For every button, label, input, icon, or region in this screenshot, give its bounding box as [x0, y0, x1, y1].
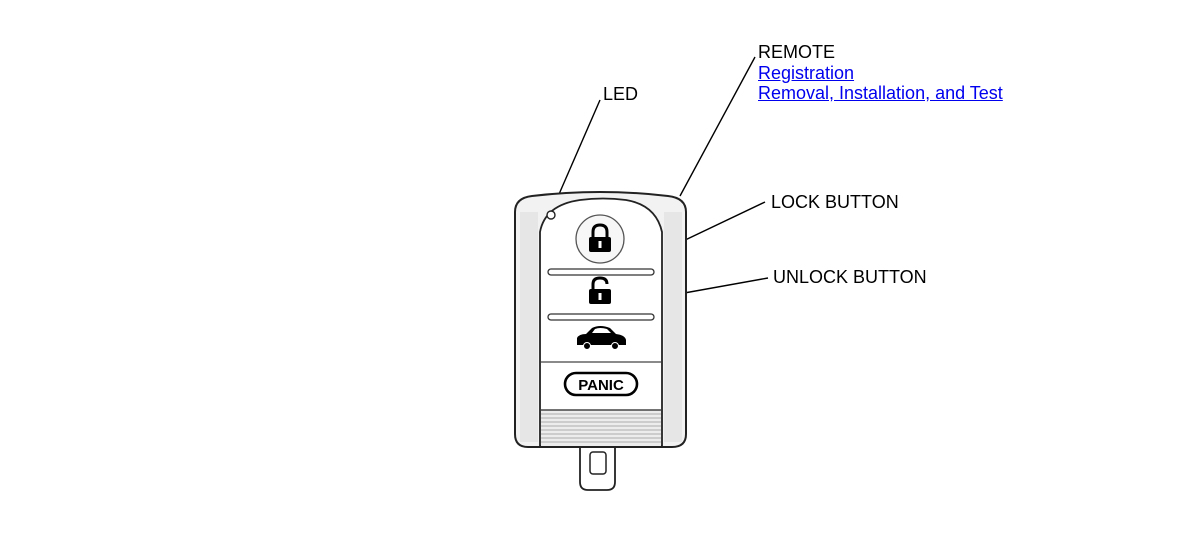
trunk-button[interactable] [577, 326, 626, 350]
fob-grip-area [541, 409, 661, 446]
button-separator [547, 268, 655, 276]
led-label: LED [603, 84, 639, 104]
key-ring-loop [579, 439, 616, 491]
unlock-button[interactable] [589, 276, 611, 304]
panic-button[interactable]: PANIC [563, 371, 639, 397]
lock-button-label: LOCK BUTTON [771, 192, 899, 212]
button-separator [547, 313, 655, 321]
unlock-icon [589, 276, 611, 304]
panic-button-label: PANIC [578, 377, 624, 394]
registration-link[interactable]: Registration [758, 63, 855, 83]
led-indicator [546, 210, 556, 220]
removal-installation-test-link[interactable]: Removal, Installation, and Test [758, 83, 1003, 103]
car-trunk-icon [577, 326, 626, 350]
remote-label: REMOTE [758, 42, 836, 62]
unlock-button-label: UNLOCK BUTTON [773, 267, 927, 287]
lock-button[interactable] [575, 214, 625, 264]
led-leader-line [552, 99, 601, 209]
remote-leader-line [679, 56, 756, 197]
lock-icon [589, 223, 611, 252]
